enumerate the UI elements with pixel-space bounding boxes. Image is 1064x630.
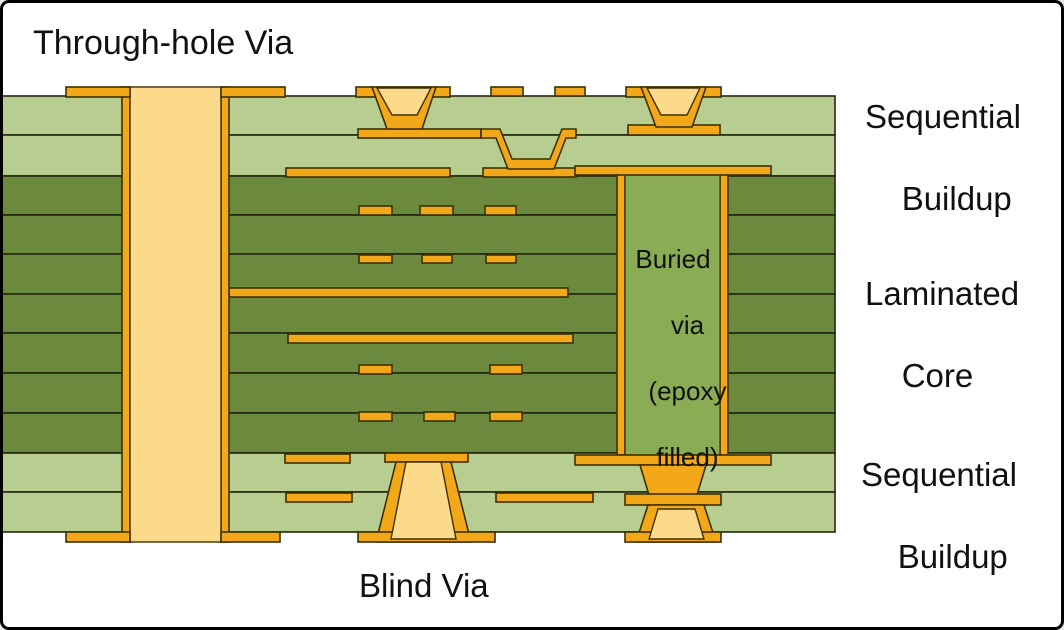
label-line: Buried — [635, 244, 711, 274]
label-line: filled) — [656, 442, 719, 472]
label-line: Buildup — [901, 180, 1012, 217]
blind-via — [357, 452, 496, 543]
label-blind-via: Blind Via — [359, 567, 489, 604]
inner-copper-traces — [228, 205, 574, 422]
label-line: Laminated — [865, 275, 1020, 312]
buried-via — [574, 165, 772, 466]
label-buried-via: Buried via (epoxy filled) — [613, 243, 733, 474]
top-surface-pads — [490, 86, 586, 97]
stacked-microvias-bottom — [624, 464, 722, 543]
label-line: Sequential — [861, 456, 1017, 493]
label-line: Buildup — [897, 538, 1008, 575]
through-hole-via — [65, 86, 286, 543]
top-microvia-left — [355, 86, 482, 139]
bottom-buildup-traces — [284, 453, 594, 503]
label-sequential-buildup-top: Sequential Buildup — [865, 96, 1021, 219]
label-line: via — [670, 310, 705, 340]
label-line: (epoxy — [648, 376, 727, 406]
title-through-hole-via: Through-hole Via — [33, 24, 294, 62]
label-line: Core — [901, 357, 974, 394]
pcb-cross-section — [3, 86, 836, 543]
label-sequential-buildup-bottom: Sequential Buildup — [861, 454, 1017, 577]
core-top-traces — [285, 167, 451, 178]
top-microvia-right — [625, 86, 722, 136]
label-line: Sequential — [865, 98, 1021, 135]
label-laminated-core: Laminated Core — [865, 273, 1019, 396]
